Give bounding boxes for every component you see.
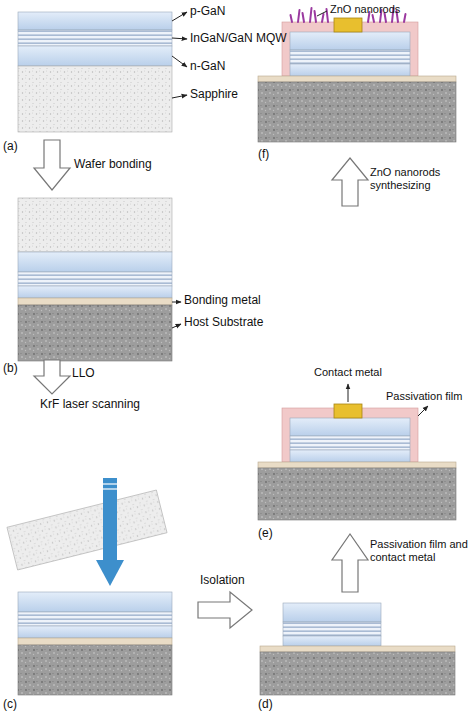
- leader-line-part: [172, 324, 181, 328]
- leader-line-part: [172, 95, 187, 98]
- zno-nanorod: [315, 11, 317, 22]
- isolated-mesa-d-part: [260, 646, 455, 652]
- passivated-chip-e-part: [290, 418, 410, 436]
- leader-line-part: [172, 56, 187, 67]
- isolated-mesa-d-part: [260, 652, 455, 695]
- process-arrow: [34, 360, 70, 394]
- process-arrow: [332, 534, 368, 592]
- epi-wafer-a: [18, 12, 172, 132]
- bonded-wafer-b: [18, 198, 172, 361]
- epi-wafer-a-part: [18, 66, 172, 132]
- nanorod-chip-f-part: [334, 18, 362, 32]
- laser-beam-arrow-part: [103, 478, 117, 560]
- wafer-after-llo-c-part: [18, 638, 172, 645]
- leader-line: [317, 11, 327, 16]
- zno-nanorod: [298, 10, 300, 22]
- passivated-chip-e-part: [258, 462, 456, 468]
- step-label: LLO: [72, 367, 95, 381]
- leader-line-part: [172, 12, 187, 21]
- part-label: Passivation film: [386, 390, 462, 403]
- process-arrow: [332, 158, 368, 206]
- lifted-sapphire-part: [7, 490, 167, 570]
- layer-label: InGaN/GaN MQW: [190, 32, 287, 46]
- passivated-chip-e-part: [290, 450, 410, 462]
- bonded-wafer-b-part: [18, 286, 172, 298]
- laser-beam-arrow-part: [103, 488, 117, 489]
- leader-line: [172, 12, 187, 98]
- passivated-chip-e-part: [290, 436, 410, 450]
- nanorod-chip-f-part: [290, 32, 410, 50]
- step-label: KrF laser scanning: [40, 398, 140, 412]
- isolated-mesa-d-part: [283, 603, 381, 622]
- passivated-chip-e: [258, 404, 456, 520]
- isolated-mesa-d-part: [283, 636, 381, 646]
- nanorod-chip-f-part: [290, 64, 410, 76]
- nanorod-chip-f-part: [290, 50, 410, 64]
- part-label: Contact metal: [310, 366, 386, 379]
- leader-line-part: [418, 406, 428, 416]
- layer-label: Bonding metal: [184, 294, 261, 308]
- nanorod-chip-f: [258, 18, 456, 142]
- layer-label: p-GaN: [190, 5, 225, 19]
- leader-line-part: [172, 38, 187, 39]
- laser-beam-arrow: [96, 478, 124, 586]
- lifted-sapphire: [7, 490, 167, 570]
- wafer-after-llo-c-part: [18, 645, 172, 695]
- zno-nanorod: [310, 8, 312, 22]
- leader-line: [172, 302, 181, 328]
- panel-letter: (d): [258, 698, 273, 712]
- process-arrow: [198, 592, 252, 628]
- zno-nanorod: [303, 13, 305, 22]
- step-label: ZnO nanorods synthesizing: [370, 166, 470, 191]
- bonded-wafer-b-part: [18, 198, 172, 252]
- process-arrow: [34, 140, 70, 190]
- wafer-after-llo-c-part: [18, 612, 172, 626]
- epi-wafer-a-part: [18, 12, 172, 30]
- passivated-chip-e-part: [334, 404, 362, 418]
- panel-letter: (a): [3, 140, 18, 154]
- isolated-mesa-d-part: [283, 622, 381, 636]
- nanorod-chip-f-part: [258, 76, 456, 82]
- nanorod-chip-f-part: [258, 82, 456, 142]
- zno-nanorod: [322, 14, 324, 22]
- wafer-after-llo-c: [18, 592, 172, 695]
- zno-nanorod: [373, 15, 375, 22]
- step-label: Wafer bonding: [74, 158, 152, 172]
- bonded-wafer-b-part: [18, 298, 172, 305]
- isolated-mesa-d: [260, 603, 455, 695]
- zno-nanorod: [404, 14, 406, 22]
- laser-beam-arrow-part: [103, 483, 117, 484]
- wafer-after-llo-c-part: [18, 592, 172, 612]
- wafer-after-llo-c-part: [18, 626, 172, 638]
- bonded-wafer-b-part: [18, 252, 172, 272]
- layer-label: Sapphire: [190, 88, 238, 102]
- epi-wafer-a-part: [18, 30, 172, 46]
- step-label: Isolation: [200, 574, 245, 588]
- bonded-wafer-b-part: [18, 272, 172, 286]
- epi-wafer-a-part: [18, 46, 172, 66]
- panel-letter: (c): [3, 698, 17, 712]
- panel-letter: (b): [3, 362, 18, 376]
- leader-line-part: [172, 302, 181, 303]
- leader-line-part: [348, 384, 349, 402]
- step-label: Passivation film and contact metal: [370, 538, 470, 563]
- passivated-chip-e-part: [258, 468, 456, 520]
- laser-beam-arrow-part: [96, 560, 124, 586]
- zno-nanorod: [291, 15, 293, 22]
- bonded-wafer-b-part: [18, 305, 172, 361]
- layer-label: Host Substrate: [184, 316, 263, 330]
- part-label: ZnO nanorods: [330, 3, 400, 16]
- panel-letter: (f): [258, 148, 269, 162]
- layer-label: n-GaN: [190, 60, 225, 74]
- panel-letter: (e): [258, 527, 273, 541]
